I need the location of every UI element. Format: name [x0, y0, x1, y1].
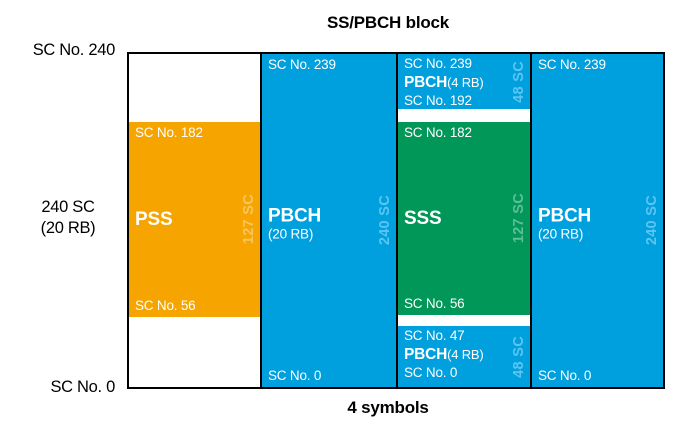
pbch-right-name-group: PBCH (20 RB)	[538, 204, 592, 241]
pbch-right-bottom-sc-label: SC No. 0	[538, 368, 592, 383]
pbch-right-sub-label: (20 RB)	[538, 225, 584, 241]
pbch-right-size-label: 240 SC	[644, 195, 660, 246]
pbch-4rb-top-stack: SC No. 239 PBCH(4 RB) SC No. 192	[404, 55, 510, 109]
sss-bottom-sc-label: SC No. 56	[404, 296, 465, 311]
pbch-left-size-label: 240 SC	[377, 195, 393, 246]
axis-label-sc-0: SC No. 0	[50, 378, 115, 396]
pbch-4rb-bottom-label: PBCH	[404, 346, 448, 363]
pbch-4rb-top-size-label-wrap: 48 SC	[510, 54, 528, 109]
pss-size-label: 127 SC	[241, 194, 257, 245]
symbol-column-3: SC No. 239 PBCH(4 RB) SC No. 192 48 SC S…	[396, 52, 532, 389]
symbol-column-1: SC No. 182 PSS SC No. 56 127 SC	[127, 52, 262, 389]
sss-label: SSS	[404, 207, 442, 229]
pbch-4rb-bottom-size-label-wrap: 48 SC	[510, 326, 528, 387]
pbch-4rb-bottom-name-line: PBCH(4 RB)	[404, 345, 510, 364]
diagram-title: SS/PBCH block	[326, 13, 450, 32]
pbch-left-size-label-wrap: 240 SC	[376, 54, 394, 387]
sss-block: SC No. 182 SSS SC No. 56 127 SC	[398, 122, 530, 315]
pbch-4rb-bottom-bottom-sc-label: SC No. 0	[404, 365, 458, 380]
pbch-left-name-group: PBCH (20 RB)	[268, 204, 322, 241]
pbch-4rb-bottom-sub-label: (4 RB)	[447, 347, 484, 362]
axis-mid-line2: (20 RB)	[40, 219, 96, 237]
pbch-4rb-top-bottom-sc-label: SC No. 192	[404, 93, 472, 108]
pss-label: PSS	[135, 208, 173, 230]
sss-size-label: 127 SC	[511, 193, 527, 244]
pbch-block-left: SC No. 239 PBCH (20 RB) SC No. 0 240 SC	[260, 52, 398, 389]
pbch-block-right: SC No. 239 PBCH (20 RB) SC No. 0 240 SC	[530, 52, 665, 389]
pbch-right-size-label-wrap: 240 SC	[643, 54, 661, 387]
axis-mid-line1: 240 SC	[41, 198, 95, 216]
pbch-4rb-top-sub-label: (4 RB)	[447, 75, 484, 90]
pbch-4rb-bottom-stack: SC No. 47 PBCH(4 RB) SC No. 0	[404, 327, 510, 382]
pss-size-label-wrap: 127 SC	[240, 122, 258, 317]
sss-top-sc-label: SC No. 182	[404, 125, 472, 140]
pbch-left-label: PBCH	[268, 204, 322, 226]
pbch-4rb-bottom-sc-label: SC No. 47	[404, 328, 465, 343]
pbch-right-label: PBCH	[538, 204, 592, 226]
pbch-4rb-bottom-size-label: 48 SC	[511, 335, 527, 378]
pbch-right-top-sc-label: SC No. 239	[538, 57, 606, 72]
pbch-4rb-top-sc-label: SC No. 239	[404, 56, 472, 71]
sss-size-label-wrap: 127 SC	[510, 122, 528, 315]
pbch-4rb-top-label: PBCH	[404, 74, 448, 91]
symbols-axis-label: 4 symbols	[347, 398, 429, 417]
pbch-4rb-top-size-label: 48 SC	[511, 60, 527, 103]
pbch-left-top-sc-label: SC No. 239	[268, 57, 336, 72]
pbch-4rb-top-block: SC No. 239 PBCH(4 RB) SC No. 192 48 SC	[398, 54, 530, 109]
axis-label-240sc-20rb: 240 SC (20 RB)	[18, 197, 118, 239]
axis-label-sc-240: SC No. 240	[32, 41, 116, 59]
pbch-4rb-top-name-line: PBCH(4 RB)	[404, 73, 510, 92]
pss-block: SC No. 182 PSS SC No. 56 127 SC	[129, 122, 260, 317]
pss-bottom-sc-label: SC No. 56	[135, 298, 196, 313]
pbch-4rb-bottom-block: SC No. 47 PBCH(4 RB) SC No. 0 48 SC	[398, 326, 530, 387]
pss-top-sc-label: SC No. 182	[135, 125, 203, 140]
pbch-left-sub-label: (20 RB)	[268, 225, 314, 241]
pbch-left-bottom-sc-label: SC No. 0	[268, 368, 322, 383]
